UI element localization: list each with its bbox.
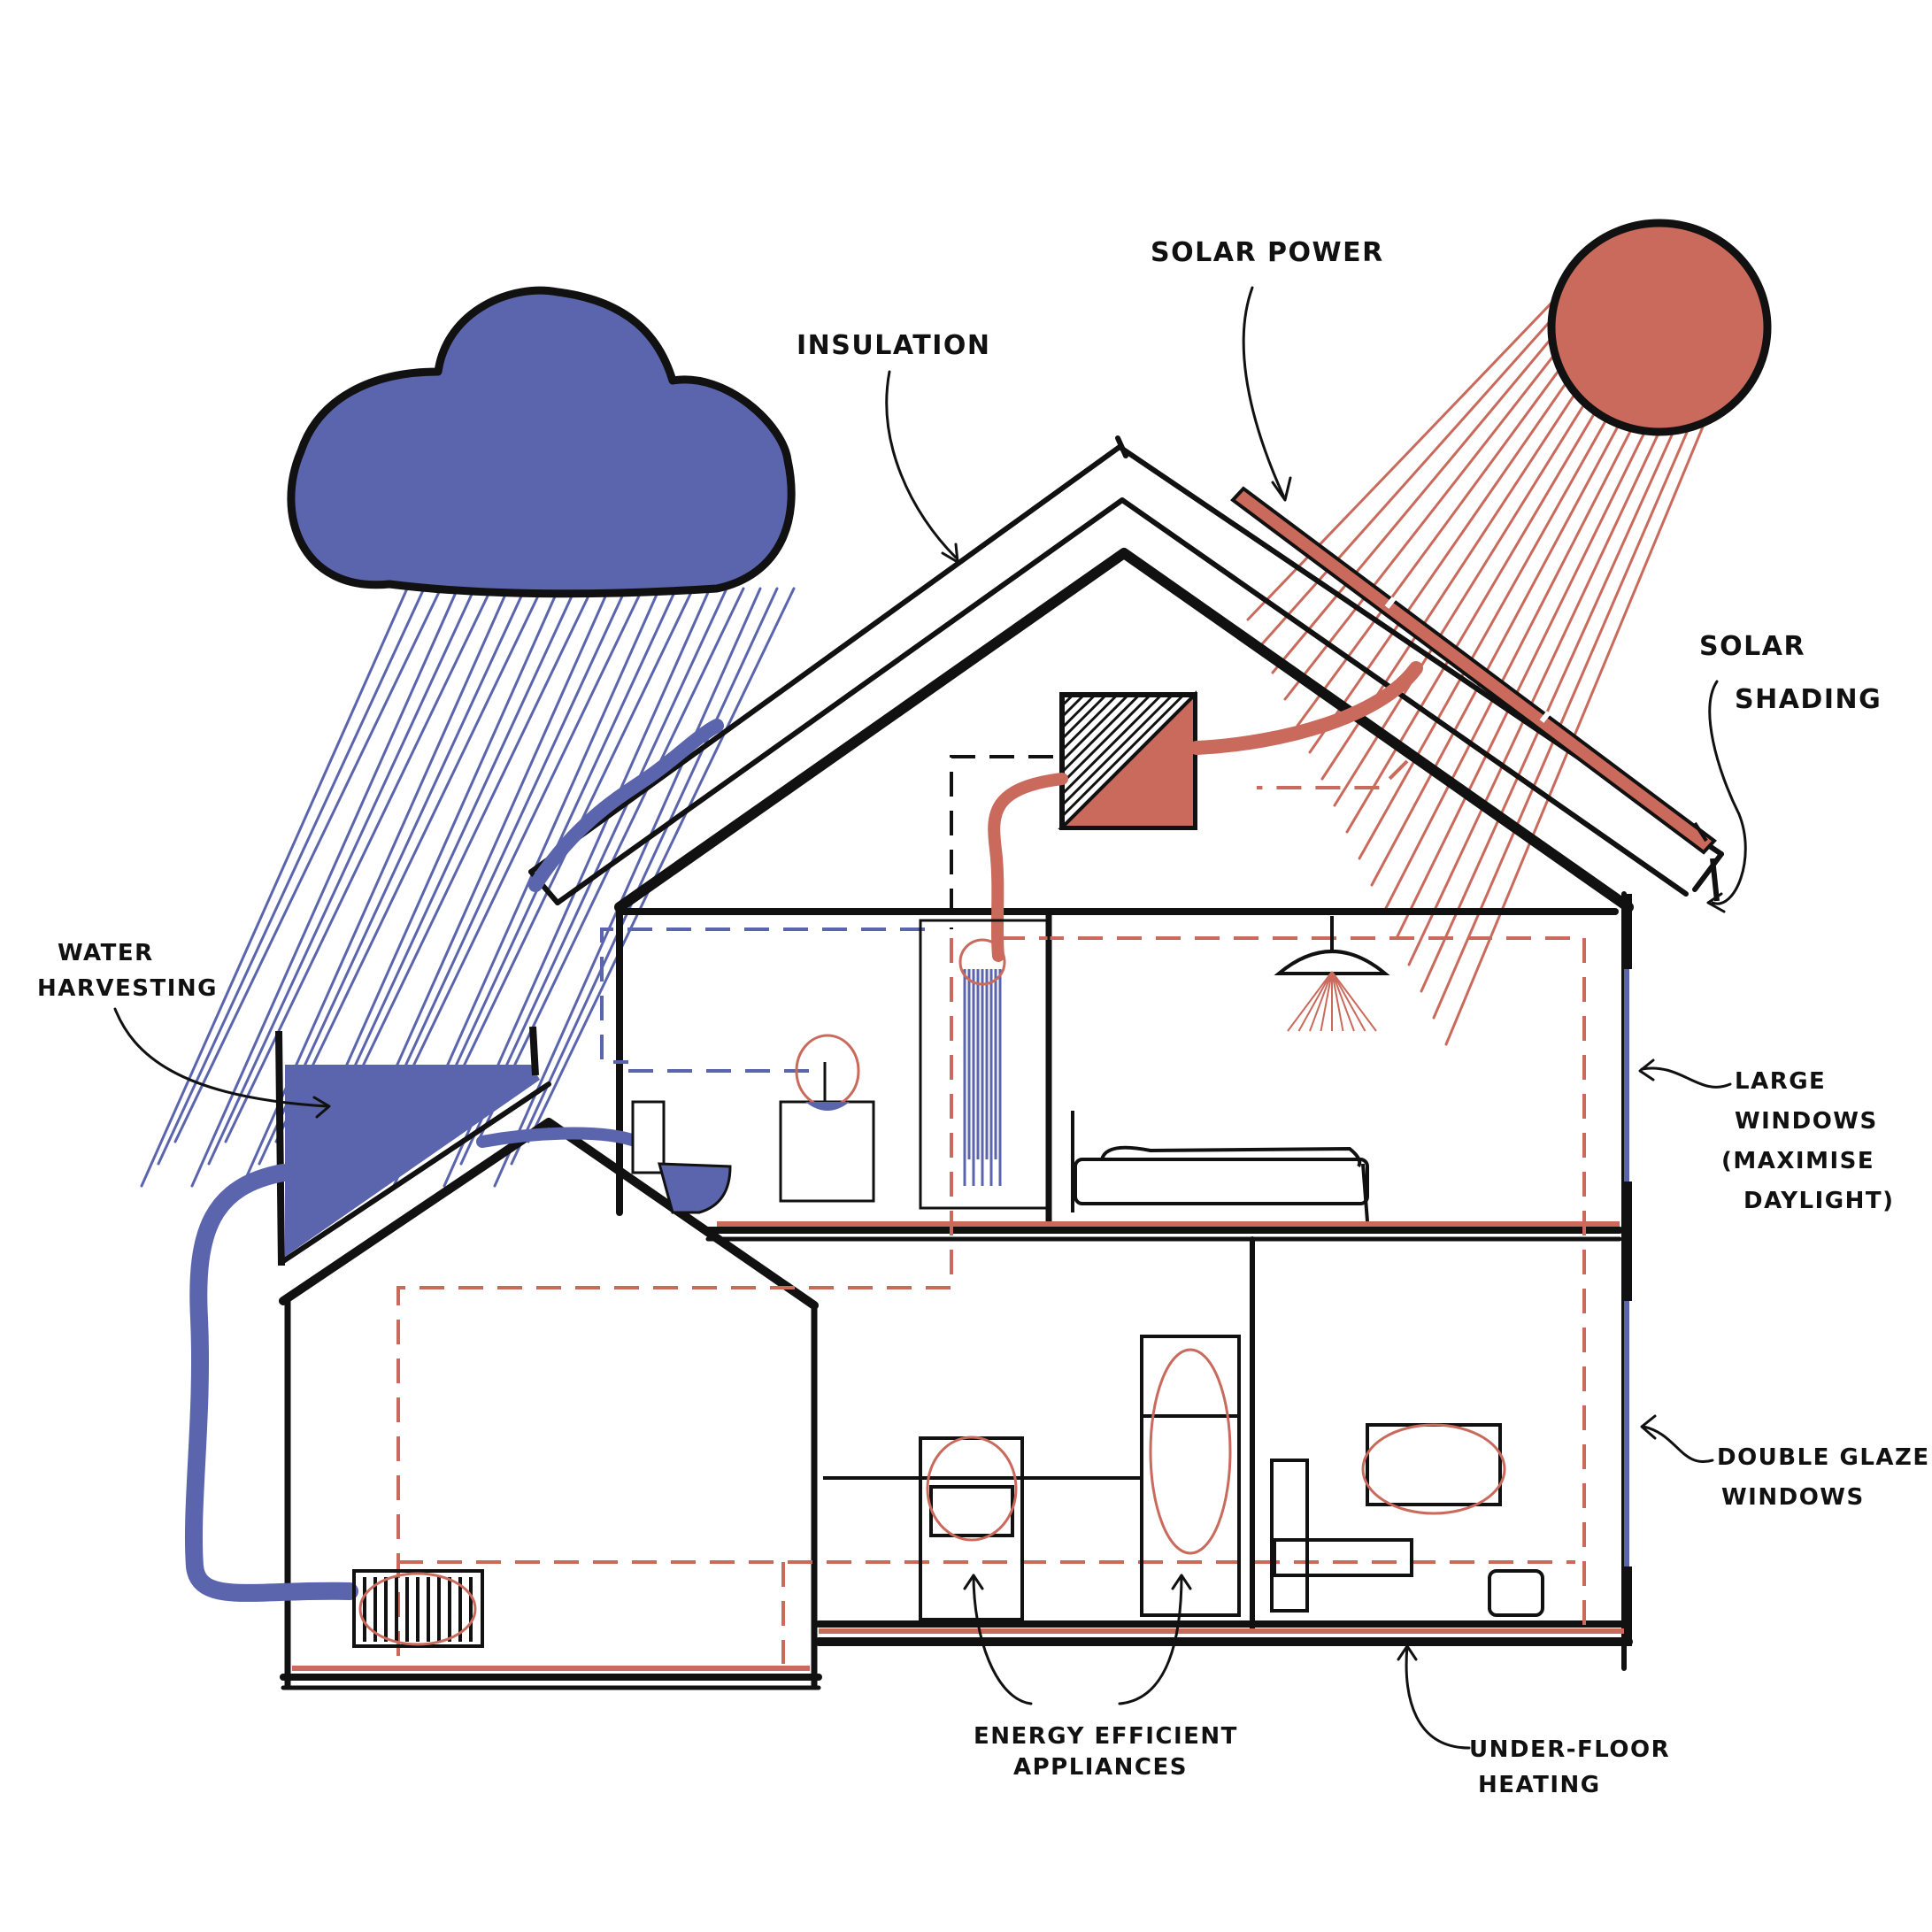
label-water-harvesting-2: HARVESTING	[37, 975, 218, 1002]
lamp-ray	[1309, 971, 1333, 1032]
sun-ray	[1370, 339, 1666, 887]
label-large-windows-4: DAYLIGHT)	[1743, 1188, 1895, 1214]
lamp-ray	[1331, 971, 1344, 1032]
shower-icon	[919, 919, 1051, 1210]
main-house-walls	[616, 891, 1633, 1671]
living-room	[1270, 1423, 1544, 1617]
hatch-line	[1060, 693, 1141, 774]
label-large-windows-3: (MAXIMISE	[1721, 1148, 1874, 1174]
label-under-floor-1: UNDER-FLOOR	[1469, 1736, 1670, 1763]
rain-streak	[140, 587, 409, 1188]
rain-streak	[190, 587, 459, 1188]
rain-streak	[173, 587, 443, 1143]
rain-streak	[224, 587, 493, 1143]
gutter-pipe	[528, 719, 724, 892]
rain-streak	[157, 587, 426, 1166]
label-energy-efficient-1: ENERGY EFFICIENT	[974, 1723, 1238, 1750]
water-tank-icon	[275, 1026, 540, 1266]
hatch-line	[1060, 693, 1074, 707]
hatch-line	[1060, 693, 1108, 741]
sun-ray	[1258, 299, 1570, 648]
fridge-icon	[1140, 1335, 1241, 1617]
under-floor-heating	[292, 1221, 1624, 1671]
lamp-ray	[1287, 971, 1333, 1032]
rain-streak	[493, 587, 762, 1188]
sun-ray	[1395, 348, 1687, 940]
hatch-line	[1060, 693, 1097, 729]
side-table	[1488, 1569, 1544, 1617]
hatch-line	[1060, 693, 1174, 807]
label-solar-power: SOLAR POWER	[1151, 237, 1384, 268]
toilet-icon	[631, 1100, 732, 1214]
label-double-glazed-2: WINDOWS	[1721, 1484, 1865, 1511]
bed-icon	[1071, 1111, 1369, 1222]
sun-ray	[1283, 308, 1591, 701]
rain-streak	[274, 587, 543, 1143]
water-pipe-upper	[476, 1127, 652, 1157]
label-solar-shading-1: SOLAR	[1699, 631, 1805, 662]
tv-icon	[1361, 1423, 1506, 1515]
solar-panel-icon	[1230, 486, 1717, 855]
lamp-ray	[1331, 971, 1355, 1032]
sun-icon	[1547, 219, 1772, 436]
label-large-windows-1: LARGE	[1735, 1068, 1826, 1095]
hatch-line	[1060, 693, 1163, 796]
water-pipe	[185, 1164, 358, 1602]
lamp-ray	[1331, 971, 1366, 1032]
hatch-line	[1060, 693, 1130, 763]
annex-house	[279, 1081, 822, 1690]
hatch-line	[1060, 693, 1086, 719]
hatch-line	[1060, 693, 1152, 785]
label-pointers	[113, 286, 1747, 1750]
lamp-ray	[1297, 971, 1333, 1032]
label-insulation: INSULATION	[797, 330, 990, 361]
rain-streak	[426, 587, 695, 1143]
sun-ray	[1333, 326, 1634, 807]
label-under-floor-2: HEATING	[1478, 1772, 1601, 1798]
sun-ray	[1407, 352, 1697, 966]
ceiling-lamp-icon	[1274, 916, 1390, 1032]
sink-icon	[779, 1034, 875, 1203]
hatch-line	[1060, 693, 1185, 818]
label-double-glazed-1: DOUBLE GLAZED	[1717, 1444, 1932, 1471]
solar-shading-bar	[1710, 858, 1720, 902]
rain-streak	[375, 587, 644, 1143]
sun-ray	[1246, 295, 1559, 621]
label-energy-efficient-2: APPLIANCES	[1013, 1754, 1188, 1781]
lamp-ray	[1331, 971, 1377, 1032]
heat-exchanger-icon	[1058, 690, 1197, 830]
label-water-harvesting-1: WATER	[58, 940, 154, 966]
sun-ray	[1444, 366, 1729, 1046]
sun-ray	[1308, 317, 1613, 754]
sun-ray	[1271, 304, 1581, 674]
label-solar-shading-2: SHADING	[1735, 684, 1882, 715]
rain-streak	[510, 587, 779, 1166]
cloud-icon	[287, 286, 796, 598]
radiator-icon	[352, 1569, 484, 1648]
kitchen	[823, 1335, 1241, 1621]
lamp-ray	[1320, 971, 1333, 1032]
air-circulation-dashed	[396, 755, 1586, 1664]
rain-streak	[207, 587, 476, 1166]
sun-ray	[1382, 343, 1676, 913]
main-roof	[528, 435, 1724, 912]
sun-ray	[1420, 357, 1708, 993]
chair-icon	[1270, 1459, 1413, 1613]
sun-ray	[1358, 335, 1655, 860]
supply-duct	[988, 773, 1068, 962]
hatch-line	[1060, 693, 1119, 751]
rain-streak	[527, 587, 796, 1143]
rain-streak	[325, 587, 594, 1143]
oven-icon	[919, 1436, 1024, 1621]
label-large-windows-2: WINDOWS	[1735, 1108, 1878, 1135]
warm-duct	[1189, 661, 1423, 755]
bathroom	[631, 919, 1051, 1214]
